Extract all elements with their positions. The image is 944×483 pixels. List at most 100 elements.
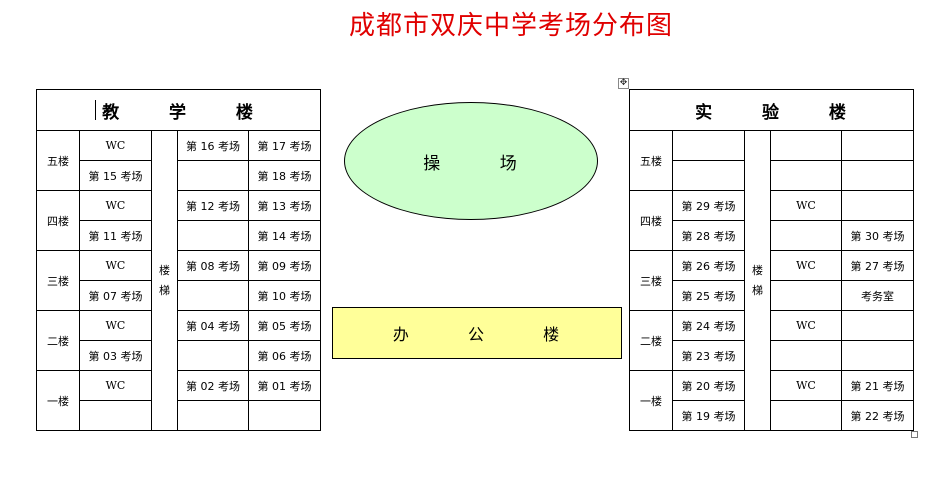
- stairwell-label: 梯: [752, 283, 763, 297]
- room-cell: 第 22 考场: [840, 400, 915, 431]
- room-cell: [177, 280, 249, 311]
- table-row: 五楼楼梯: [629, 130, 915, 431]
- page-title: 成都市双庆中学考场分布图: [348, 11, 673, 41]
- floor-label: 一楼: [36, 370, 80, 431]
- table-row: 第 25 考场 考务室: [630, 280, 915, 311]
- room-cell: 第 15 考场: [79, 160, 152, 191]
- room-cell: [770, 400, 842, 431]
- building-name: 实 验 楼: [628, 89, 915, 131]
- room-cell: 第 21 考场: [840, 370, 915, 401]
- office-building-box: 办 公 楼: [332, 307, 622, 359]
- table-row: 第 15 考场 第 18 考场: [37, 160, 322, 191]
- room-cell: 第 12 考场: [177, 190, 249, 221]
- room-cell: 第 10 考场: [247, 280, 322, 311]
- room-cell: WC: [79, 310, 152, 341]
- table-row: 第 03 考场 第 06 考场: [37, 340, 322, 371]
- room-cell: WC: [79, 130, 152, 161]
- stairwell-label: 梯: [159, 283, 170, 297]
- floor-label: 五楼: [629, 130, 673, 191]
- room-cell: 第 02 考场: [177, 370, 249, 401]
- stairwell-label: 楼: [159, 263, 170, 277]
- room-cell: [840, 310, 915, 341]
- room-cell: 第 18 考场: [247, 160, 322, 191]
- room-cell: WC: [79, 370, 152, 401]
- room-cell: [840, 160, 915, 191]
- room-cell: WC: [79, 250, 152, 281]
- room-cell: 第 28 考场: [672, 220, 745, 251]
- room-cell: [177, 340, 249, 371]
- room-cell: [672, 130, 745, 161]
- room-cell: [840, 190, 915, 221]
- table-row: 第 07 考场 第 10 考场: [37, 280, 322, 311]
- room-cell: [247, 400, 322, 431]
- room-cell: 第 20 考场: [672, 370, 745, 401]
- room-cell: 考务室: [840, 280, 915, 311]
- text-caret: [95, 100, 96, 120]
- move-anchor-icon[interactable]: ✥: [618, 78, 629, 89]
- room-cell: [770, 160, 842, 191]
- room-cell: 第 16 考场: [177, 130, 249, 161]
- playground-label: 操 场: [423, 153, 519, 174]
- table-row: 第 11 考场 第 14 考场: [37, 220, 322, 251]
- room-cell: 第 19 考场: [672, 400, 745, 431]
- stairwell-label: 楼: [752, 263, 763, 277]
- room-cell: 第 26 考场: [672, 250, 745, 281]
- room-cell: [770, 280, 842, 311]
- room-cell: 第 03 考场: [79, 340, 152, 371]
- building-header-row: 实 验 楼: [628, 89, 915, 131]
- room-cell: WC: [79, 190, 152, 221]
- room-cell: 第 23 考场: [672, 340, 745, 371]
- table-row: 第 23 考场: [630, 340, 915, 371]
- floor-label: 四楼: [629, 190, 673, 251]
- room-cell: 第 25 考场: [672, 280, 745, 311]
- room-cell: 第 06 考场: [247, 340, 322, 371]
- floor-label: 一楼: [629, 370, 673, 431]
- room-cell: 第 14 考场: [247, 220, 322, 251]
- room-cell: [770, 220, 842, 251]
- room-cell: [79, 400, 152, 431]
- room-cell: 第 11 考场: [79, 220, 152, 251]
- room-cell: 第 05 考场: [247, 310, 322, 341]
- office-building-label: 办 公 楼: [392, 325, 562, 344]
- floor-label: 二楼: [629, 310, 673, 371]
- building-name: 教 学 楼: [35, 89, 322, 131]
- building-header-row: 教 学 楼: [35, 89, 322, 131]
- room-cell: [177, 160, 249, 191]
- room-cell: [177, 400, 249, 431]
- room-cell: [177, 220, 249, 251]
- room-cell: 第 07 考场: [79, 280, 152, 311]
- stairwell: 楼梯: [744, 130, 771, 431]
- room-cell: 第 17 考场: [247, 130, 322, 161]
- floor-label: 四楼: [36, 190, 80, 251]
- room-cell: [770, 130, 842, 161]
- table-row: [37, 400, 322, 431]
- room-cell: [840, 340, 915, 371]
- room-cell: WC: [770, 310, 842, 341]
- building-name-text: 教 学 楼: [102, 102, 255, 123]
- room-cell: [672, 160, 745, 191]
- table-row: 第 19 考场 第 22 考场: [630, 400, 915, 431]
- room-cell: WC: [770, 250, 842, 281]
- floor-label: 五楼: [36, 130, 80, 191]
- room-cell: [770, 340, 842, 371]
- floor-label: 三楼: [36, 250, 80, 311]
- room-cell: 第 04 考场: [177, 310, 249, 341]
- room-cell: 第 13 考场: [247, 190, 322, 221]
- table-row: 第 28 考场 第 30 考场: [630, 220, 915, 251]
- room-cell: WC: [770, 190, 842, 221]
- floor-label: 三楼: [629, 250, 673, 311]
- room-cell: 第 24 考场: [672, 310, 745, 341]
- room-cell: 第 30 考场: [840, 220, 915, 251]
- resize-handle-icon[interactable]: [911, 431, 918, 438]
- room-cell: 第 09 考场: [247, 250, 322, 281]
